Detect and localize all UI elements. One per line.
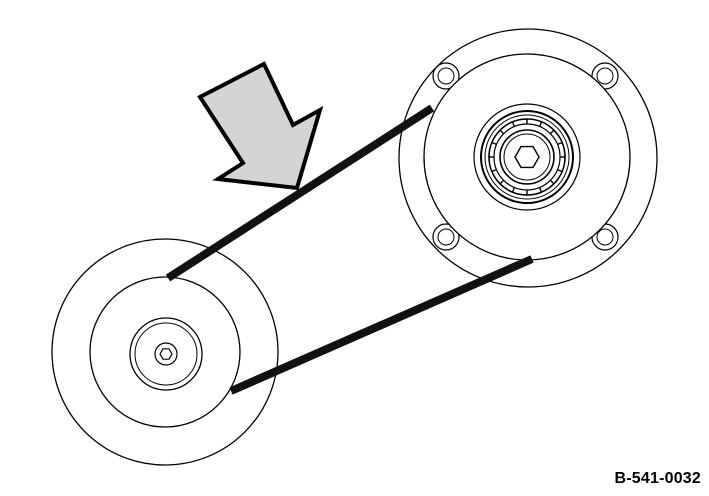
flange-bolt-holes: [432, 62, 619, 251]
belt-upper-run: [165, 104, 435, 282]
bolt-hole: [437, 67, 455, 85]
small-pulley-hub-inner: [134, 322, 198, 386]
large-pulley-hex-nut: [514, 145, 540, 169]
figure-id-label: B-541-0032: [614, 470, 701, 487]
bolt-hole: [596, 67, 614, 85]
small-pulley-hex-socket: [159, 348, 173, 360]
bearing-outer-ring-inner: [484, 114, 570, 200]
belt-lower-run: [229, 255, 534, 395]
arrow-pointing-to-belt-icon: [197, 61, 324, 191]
bolt-hole: [596, 228, 614, 246]
drive-belt: [165, 104, 534, 395]
bearing-assembly: [480, 110, 574, 204]
bearing-rollers: [489, 119, 565, 195]
bearing-inner-ring-bore: [503, 133, 551, 181]
small-pulley: [51, 238, 279, 466]
large-pulley: [398, 28, 658, 288]
bolt-hole: [437, 228, 455, 246]
